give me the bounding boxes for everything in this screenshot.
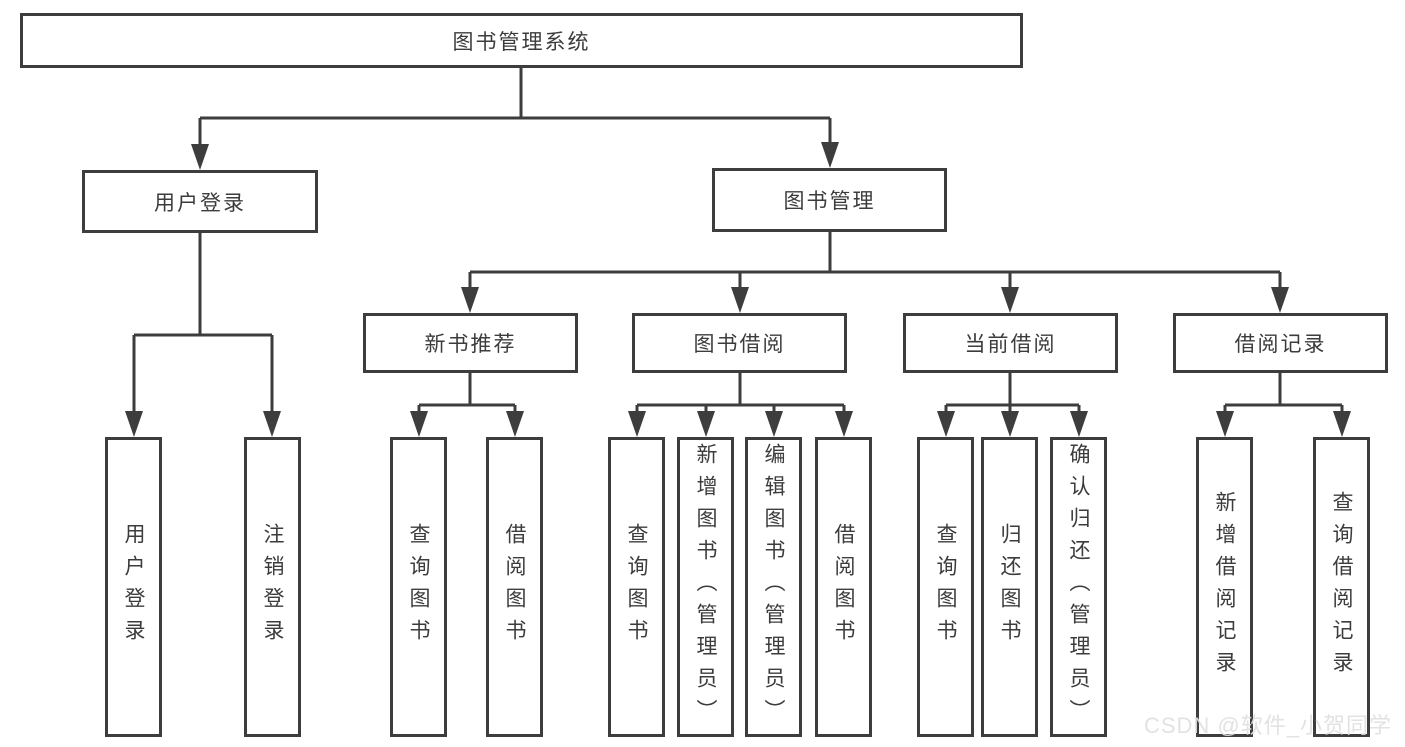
leaf-user-login: 用户登录 <box>105 437 162 737</box>
node-book-management: 图书管理 <box>712 168 947 232</box>
leaf-borrow-books-borrow: 借阅图书 <box>815 437 872 737</box>
node-new-book-recommend: 新书推荐 <box>363 313 578 373</box>
node-library-management-system: 图书管理系统 <box>20 13 1023 68</box>
leaf-query-books-borrow: 查询图书 <box>608 437 665 737</box>
node-current-borrow: 当前借阅 <box>903 313 1118 373</box>
leaf-query-books-recommend: 查询图书 <box>390 437 447 737</box>
leaf-return-book: 归还图书 <box>981 437 1038 737</box>
node-label: 借阅记录 <box>1234 333 1327 356</box>
leaf-edit-book-admin: 编辑图书（管理员） <box>745 437 802 737</box>
csdn-watermark: CSDN @软件_小贺同学 <box>1143 713 1392 738</box>
node-label: 当前借阅 <box>964 333 1057 356</box>
leaf-query-books-current: 查询图书 <box>917 437 974 737</box>
leaf-confirm-return-admin: 确认归还（管理员） <box>1050 437 1107 737</box>
node-label: 图书管理系统 <box>452 30 591 54</box>
node-book-borrow: 图书借阅 <box>632 313 847 373</box>
node-label: 用户登录 <box>154 191 246 215</box>
node-user-login: 用户登录 <box>82 170 318 233</box>
node-label: 图书管理 <box>783 190 876 213</box>
leaf-logout: 注销登录 <box>244 437 301 737</box>
leaf-add-borrow-record: 新增借阅记录 <box>1196 437 1253 737</box>
node-label: 新书推荐 <box>424 333 517 356</box>
node-label: 图书借阅 <box>693 333 786 356</box>
node-borrow-records: 借阅记录 <box>1173 313 1388 373</box>
leaf-query-borrow-record: 查询借阅记录 <box>1313 437 1370 737</box>
leaf-borrow-books-recommend: 借阅图书 <box>486 437 543 737</box>
leaf-add-book-admin: 新增图书（管理员） <box>677 437 734 737</box>
